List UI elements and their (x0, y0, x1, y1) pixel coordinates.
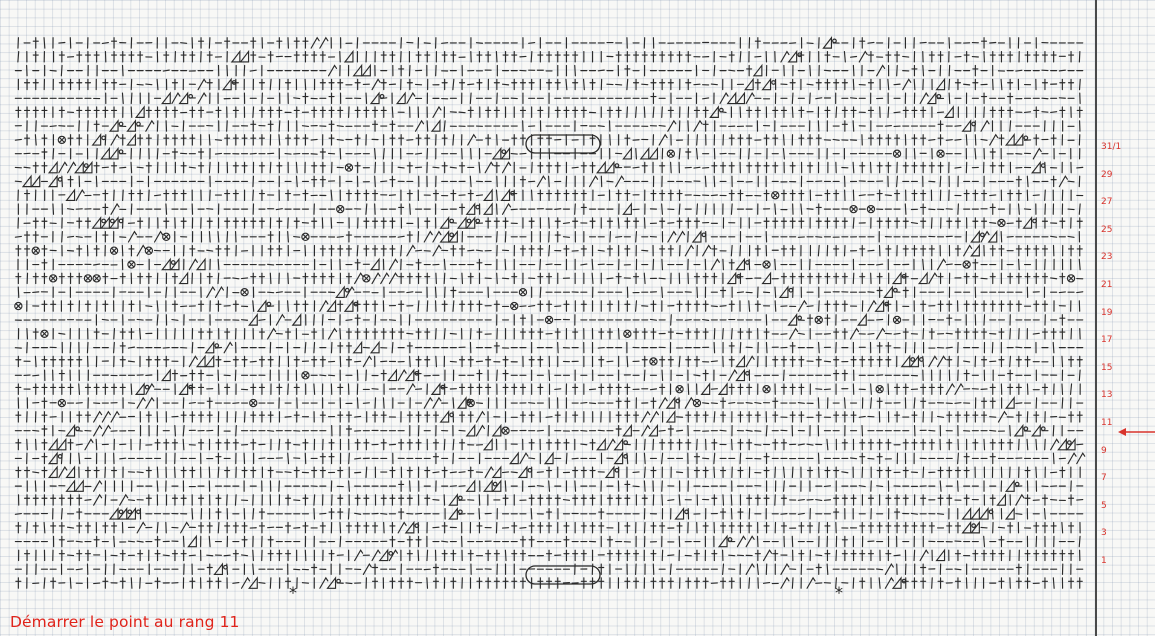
row-number: 3 (1101, 528, 1107, 538)
row-number: 19 (1101, 308, 1112, 318)
row-number: 7 (1101, 473, 1107, 483)
start-marker-star-left: * (289, 585, 297, 601)
row-number: 31/1 (1101, 142, 1121, 152)
row-number: 5 (1101, 501, 1107, 511)
row-number: 9 (1101, 446, 1107, 456)
row-number: 21 (1101, 280, 1112, 290)
row-number: 25 (1101, 225, 1112, 235)
row-number: 29 (1101, 170, 1112, 180)
row-number: 17 (1101, 335, 1112, 345)
chart-right-border (1095, 0, 1097, 636)
start-instruction-caption: Démarrer le point au rang 11 (10, 613, 240, 631)
row-number: 11 (1101, 418, 1112, 428)
row-number: 15 (1101, 363, 1112, 373)
start-row-arrow-icon (1118, 426, 1155, 438)
row-number: 13 (1101, 390, 1112, 400)
row-number: 23 (1101, 252, 1112, 262)
row-number: 27 (1101, 197, 1112, 207)
chart-symbols (15, 38, 1085, 589)
row-number: 1 (1101, 556, 1107, 566)
start-marker-star-right: * (835, 585, 843, 601)
